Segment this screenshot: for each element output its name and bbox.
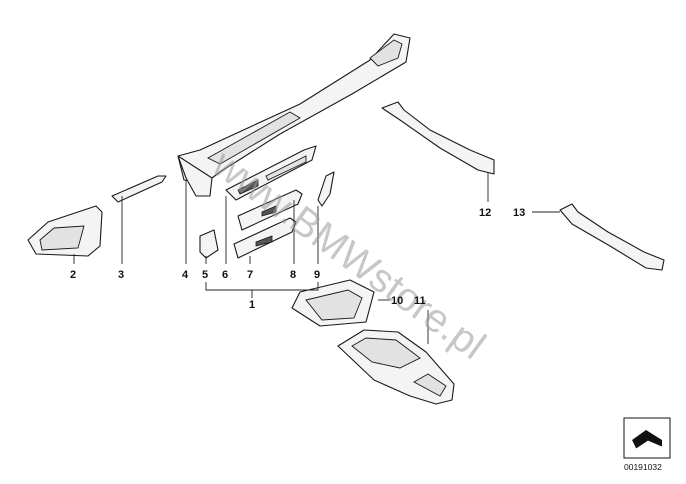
part-3-trim-strip[interactable]: [111, 175, 167, 203]
callout-9[interactable]: 9: [314, 269, 320, 281]
callout-8[interactable]: 8: [290, 269, 296, 281]
part-6-center-panel-upper[interactable]: [225, 145, 317, 201]
callout-4[interactable]: 4: [182, 269, 189, 281]
callout-6[interactable]: 6: [222, 269, 228, 281]
catalog-icon: [623, 417, 671, 459]
part-10-bracket[interactable]: [291, 279, 375, 327]
part-2-left-vent-trim[interactable]: [27, 205, 103, 257]
part-5-clip[interactable]: [199, 229, 219, 259]
watermark: www.BMWstore.pl: [204, 141, 493, 368]
part-13-right-strip-lower[interactable]: [559, 203, 665, 271]
callout-12[interactable]: 12: [479, 207, 491, 219]
catalog-code: 00191032: [624, 462, 662, 472]
leader-lines: [73, 172, 560, 344]
callout-1[interactable]: 1: [249, 299, 255, 311]
part-9-side-strip[interactable]: [317, 171, 335, 207]
part-12-right-strip-upper[interactable]: [381, 101, 495, 175]
callout-11[interactable]: 11: [414, 295, 426, 307]
callout-10[interactable]: 10: [391, 295, 403, 307]
callout-7[interactable]: 7: [247, 269, 253, 281]
callout-2[interactable]: 2: [70, 269, 76, 281]
part-8-center-panel-middle[interactable]: [237, 189, 303, 231]
callout-3[interactable]: 3: [118, 269, 124, 281]
callout-labels: 2 3 4 5 6 7 8 9 1 10 11 12 13: [70, 207, 525, 311]
part-4-dashboard-trim[interactable]: [177, 33, 411, 197]
callout-5[interactable]: 5: [202, 269, 208, 281]
callout-13[interactable]: 13: [513, 207, 525, 219]
part-11-console-trim[interactable]: [337, 329, 455, 405]
